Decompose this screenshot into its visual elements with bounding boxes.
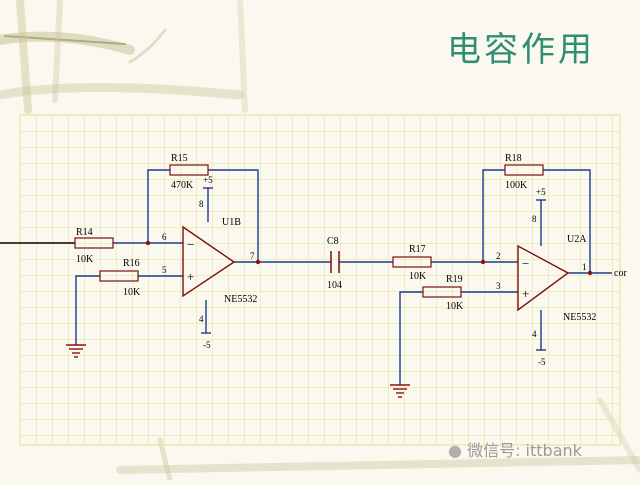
capacitor-c8: C8 104 xyxy=(327,236,342,291)
resistor-body xyxy=(392,256,432,268)
opamp-inv-sign: − xyxy=(187,237,194,252)
resistor-r18: R18 100K xyxy=(504,153,544,191)
ground-symbol xyxy=(390,384,410,398)
grid-background xyxy=(19,114,621,446)
opamp-noninv-sign: + xyxy=(522,286,529,301)
watermark-text: 微信号: ittbank xyxy=(467,441,582,460)
capacitor-c8-value: 104 xyxy=(327,280,342,291)
resistor-r15: R15 470K xyxy=(169,153,209,191)
wechat-icon: ● xyxy=(448,441,462,460)
pin-number: 4 xyxy=(532,329,537,339)
opamp-inv-sign: − xyxy=(522,256,529,271)
pin-number: 8 xyxy=(199,199,204,209)
resistor-r19-ref: R19 xyxy=(446,274,463,285)
opamp-noninv-sign: + xyxy=(187,269,194,284)
resistor-r16-value: 10K xyxy=(123,287,141,298)
pin-number: 5 xyxy=(162,265,167,275)
junction-dot xyxy=(587,270,593,276)
supply-negative-label: -5 xyxy=(203,340,211,350)
pin-number: 4 xyxy=(199,314,204,324)
resistor-r15-value: 470K xyxy=(171,180,194,191)
supply-positive-label: +5 xyxy=(536,187,546,197)
resistor-body xyxy=(422,286,462,298)
resistor-body xyxy=(99,270,139,282)
opamp-ref: U1B xyxy=(222,217,241,228)
resistor-r18-ref: R18 xyxy=(505,153,522,164)
ground-symbol xyxy=(66,344,86,358)
resistor-r17-ref: R17 xyxy=(409,244,426,255)
pin-number: 7 xyxy=(250,251,255,261)
opamp-triangle xyxy=(517,244,570,312)
resistor-r14-ref: R14 xyxy=(76,227,93,238)
junction-dot xyxy=(145,240,151,246)
opamp-part: NE5532 xyxy=(563,312,596,323)
resistor-r18-value: 100K xyxy=(505,180,528,191)
resistor-body xyxy=(74,237,114,249)
opamp-u2a: − + U2A NE5532 2 3 1 8 4 +5 -5 xyxy=(496,187,596,367)
resistor-r14-value: 10K xyxy=(76,254,94,265)
junction-dot xyxy=(480,259,486,265)
junction-dots xyxy=(145,240,593,276)
wires xyxy=(0,169,612,385)
slide-title: 电容作用 xyxy=(447,30,595,70)
resistor-r14: R14 10K xyxy=(74,227,114,265)
output-label: cor xyxy=(614,268,627,279)
pin-number: 3 xyxy=(496,281,501,291)
resistor-body xyxy=(169,164,209,176)
resistor-r16: R16 10K xyxy=(99,258,141,298)
pin-number: 1 xyxy=(582,262,587,272)
supply-negative-label: -5 xyxy=(538,357,546,367)
resistor-r19-value: 10K xyxy=(446,301,464,312)
resistor-body xyxy=(504,164,544,176)
opamp-ref: U2A xyxy=(567,234,587,245)
capacitor-c8-ref: C8 xyxy=(327,236,339,247)
resistor-r17: R17 10K xyxy=(392,244,432,282)
junction-dot xyxy=(255,259,261,265)
pin-number: 2 xyxy=(496,251,501,261)
opamp-part: NE5532 xyxy=(224,294,257,305)
pin-number: 8 xyxy=(532,214,537,224)
watermark: ● 微信号: ittbank xyxy=(448,437,582,461)
resistor-r19: R19 10K xyxy=(422,274,464,312)
resistor-r17-value: 10K xyxy=(409,271,427,282)
opamp-triangle xyxy=(182,225,236,298)
resistor-r16-ref: R16 xyxy=(123,258,140,269)
supply-positive-label: +5 xyxy=(203,175,213,185)
pin-number: 6 xyxy=(162,232,167,242)
resistor-r15-ref: R15 xyxy=(171,153,188,164)
opamp-u1b: − + U1B NE5532 6 5 7 8 4 +5 -5 xyxy=(162,175,257,350)
